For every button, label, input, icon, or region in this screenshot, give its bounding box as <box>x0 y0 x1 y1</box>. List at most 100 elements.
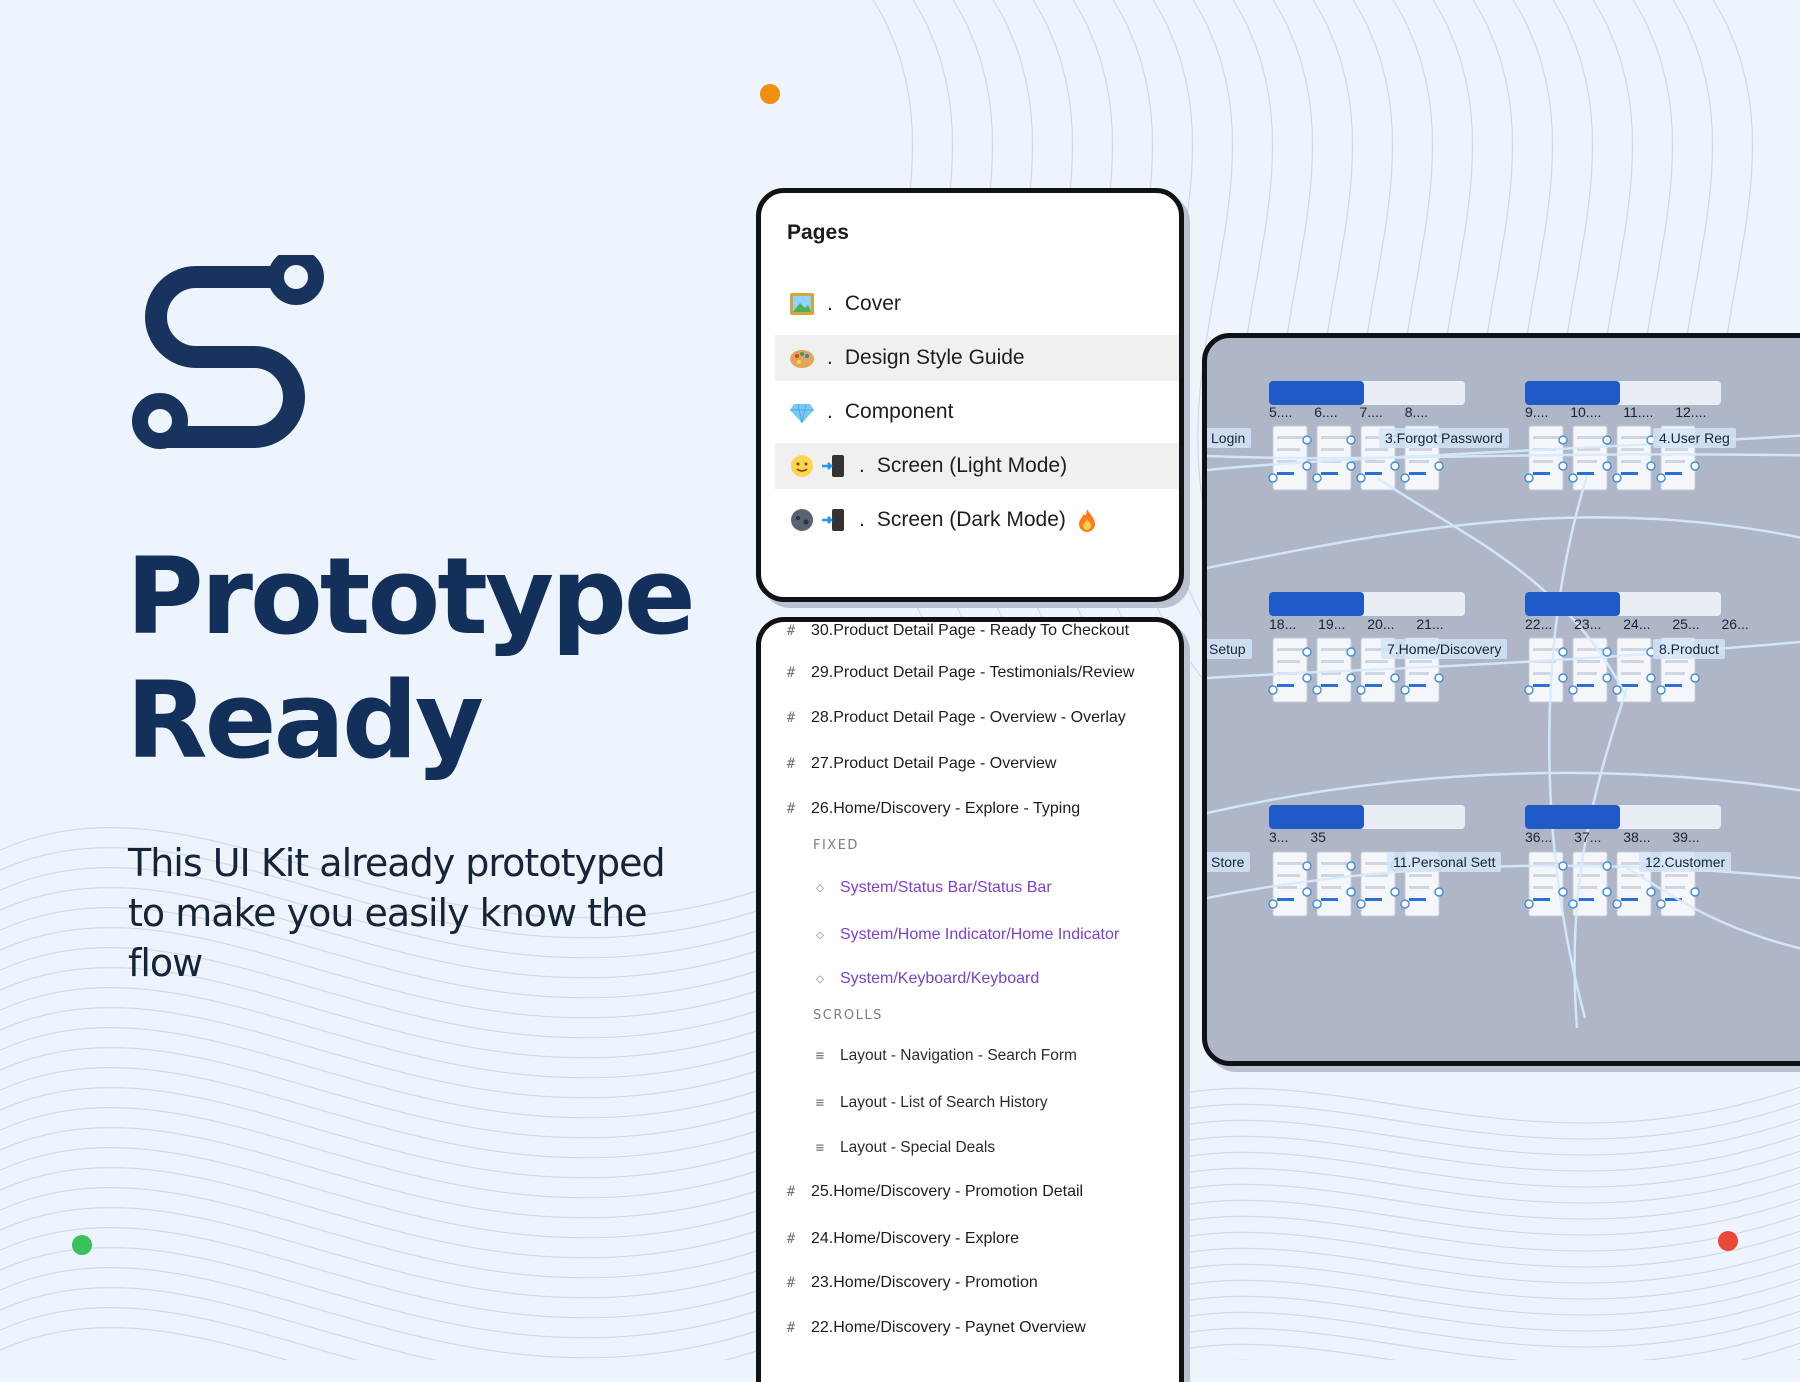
connector-node <box>1434 887 1444 897</box>
connector-node <box>1524 685 1534 695</box>
screen-thumbnail <box>1572 637 1608 703</box>
screen-thumbnail <box>1616 425 1652 491</box>
page-item-screen-dark-mode[interactable]: . Screen (Dark Mode) <box>775 497 1179 543</box>
page-item-screen-light-mode[interactable]: . Screen (Light Mode) <box>775 443 1179 489</box>
connector-node <box>1612 899 1622 909</box>
connector-node <box>1602 461 1612 471</box>
layout-icon: ≡ <box>815 1140 825 1156</box>
frame-icon: # <box>786 1231 796 1247</box>
page-item-label: Design Style Guide <box>844 346 1025 369</box>
layer-component[interactable]: ◇System/Keyboard/Keyboard <box>761 962 1179 996</box>
connector-node <box>1434 673 1444 683</box>
layer-label: 30.Product Detail Page - Ready To Checko… <box>811 622 1130 639</box>
layer-frame[interactable]: #26.Home/Discovery - Explore - Typing <box>761 792 1179 826</box>
connector-node <box>1568 685 1578 695</box>
connector-node <box>1656 473 1666 483</box>
phone-arrow-icon <box>822 509 844 531</box>
frame-icon: # <box>786 710 796 726</box>
layer-label: 22.Home/Discovery - Paynet Overview <box>811 1319 1086 1336</box>
section-header <box>1525 381 1721 405</box>
layer-label: System/Home Indicator/Home Indicator <box>840 926 1120 943</box>
page-item-label: Screen (Dark Mode) <box>876 508 1066 531</box>
connector-node <box>1524 473 1534 483</box>
flow-label[interactable]: 4.User Reg <box>1653 428 1736 448</box>
flow-label[interactable]: Setup <box>1207 639 1252 659</box>
layer-frame[interactable]: #29.Product Detail Page - Testimonials/R… <box>761 656 1179 690</box>
connector-node <box>1558 673 1568 683</box>
flow-label[interactable]: 3.Forgot Password <box>1379 428 1509 448</box>
layout-icon: ≡ <box>815 1095 825 1111</box>
pages-title: Pages <box>787 221 849 244</box>
connector-node <box>1646 887 1656 897</box>
connector-node <box>1646 461 1656 471</box>
connector-node <box>1656 899 1666 909</box>
flow-label[interactable]: 12.Customer <box>1639 852 1732 872</box>
connector-node <box>1302 887 1312 897</box>
flow-label[interactable]: 8.Product <box>1653 639 1725 659</box>
layer-label: 23.Home/Discovery - Promotion <box>811 1274 1038 1291</box>
layer-frame[interactable]: #22.Home/Discovery - Paynet Overview <box>761 1311 1179 1345</box>
page-item-component[interactable]: . Component <box>775 389 1179 435</box>
connector-node <box>1268 685 1278 695</box>
section-header <box>1525 805 1721 829</box>
connector-node <box>1312 685 1322 695</box>
framed-picture-icon <box>790 293 814 315</box>
layer-frame[interactable]: #28.Product Detail Page - Overview - Ove… <box>761 701 1179 735</box>
layer-component[interactable]: ◇System/Home Indicator/Home Indicator <box>761 918 1179 952</box>
sun-face-icon <box>791 455 813 477</box>
screen-thumbnail <box>1272 637 1308 703</box>
phone-arrow-icon <box>822 455 844 477</box>
layer-label: 24.Home/Discovery - Explore <box>811 1230 1020 1247</box>
flow-label[interactable]: Login <box>1207 428 1252 448</box>
layer-frame[interactable]: #24.Home/Discovery - Explore <box>761 1222 1179 1256</box>
layer-frame[interactable]: #27.Product Detail Page - Overview <box>761 747 1179 781</box>
screen-thumbnail <box>1528 425 1564 491</box>
connector-node <box>1690 461 1700 471</box>
layer-frame[interactable]: #30.Product Detail Page - Ready To Check… <box>761 622 1179 648</box>
connector-node <box>1690 673 1700 683</box>
connector-node <box>1690 887 1700 897</box>
connector-node <box>1390 461 1400 471</box>
frame-icon: # <box>786 665 796 681</box>
connector-node <box>1346 647 1356 657</box>
connector-node <box>1524 899 1534 909</box>
scrolls-section-label: SCROLLS <box>813 1008 883 1023</box>
connector-node <box>1602 435 1612 445</box>
connector-node <box>1568 899 1578 909</box>
connector-node <box>1612 473 1622 483</box>
connector-node <box>1390 673 1400 683</box>
page-item-label: Screen (Light Mode) <box>876 454 1068 477</box>
frame-icon: # <box>786 1184 796 1200</box>
screen-thumbnail <box>1572 425 1608 491</box>
connector-node <box>1568 473 1578 483</box>
frame-numbers: 5.... 6.... 7.... 8.... <box>1269 404 1429 420</box>
prototype-canvas[interactable]: 5.... 6.... 7.... 8.... 9.... 10.... 11.… <box>1202 333 1800 1066</box>
page-item-cover[interactable]: . Cover <box>775 281 1179 327</box>
connector-node <box>1602 887 1612 897</box>
component-diamond-icon: ◇ <box>815 971 825 987</box>
page-item-design-style-guide[interactable]: . Design Style Guide <box>775 335 1179 381</box>
flow-label[interactable]: 11.Personal Sett <box>1387 852 1502 872</box>
layout-icon: ≡ <box>815 1048 825 1064</box>
connector-node <box>1302 673 1312 683</box>
flow-label[interactable]: 7.Home/Discovery <box>1381 639 1508 659</box>
layer-label: 27.Product Detail Page - Overview <box>811 755 1057 772</box>
connector-node <box>1302 647 1312 657</box>
layer-layout[interactable]: ≡Layout - Special Deals <box>761 1131 1179 1165</box>
flow-label[interactable]: Store <box>1207 852 1251 872</box>
connector-node <box>1390 887 1400 897</box>
connector-node <box>1346 435 1356 445</box>
connector-node <box>1312 899 1322 909</box>
moon-face-icon <box>791 509 813 531</box>
layer-frame[interactable]: #25.Home/Discovery - Promotion Detail <box>761 1175 1179 1209</box>
orange-dot <box>760 84 780 104</box>
layer-layout[interactable]: ≡Layout - Navigation - Search Form <box>761 1039 1179 1073</box>
screen-thumbnail <box>1316 851 1352 917</box>
layer-label: 28.Product Detail Page - Overview - Over… <box>811 709 1126 726</box>
layer-component[interactable]: ◇System/Status Bar/Status Bar <box>761 871 1179 905</box>
red-dot <box>1718 1231 1738 1251</box>
layer-layout[interactable]: ≡Layout - List of Search History <box>761 1086 1179 1120</box>
layer-frame[interactable]: #23.Home/Discovery - Promotion <box>761 1266 1179 1300</box>
screen-thumbnail <box>1616 637 1652 703</box>
